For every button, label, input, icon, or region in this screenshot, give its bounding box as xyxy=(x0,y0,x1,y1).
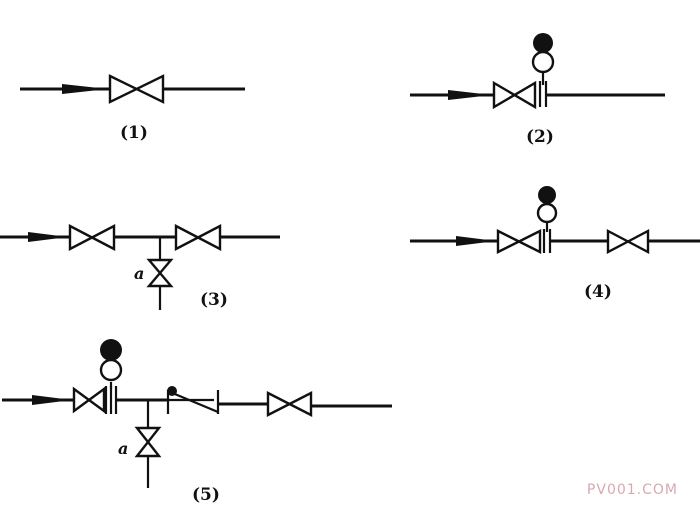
flow-arrow xyxy=(456,236,496,246)
diagram-2: (2) xyxy=(410,33,665,147)
flow-arrow xyxy=(32,395,72,405)
diagram-label-3: (3) xyxy=(200,290,228,310)
gate-valve xyxy=(496,229,542,254)
watermark: PV001.COM xyxy=(586,482,678,498)
gate-valve xyxy=(266,391,313,417)
flow-arrow xyxy=(28,232,68,242)
branch-label-a: a xyxy=(134,264,144,283)
gate-valve xyxy=(108,74,165,104)
diagram-4: (4) xyxy=(410,186,700,302)
diagram-label-2: (2) xyxy=(526,127,554,147)
pressure-gauge-icon xyxy=(536,202,558,224)
gate-valve xyxy=(68,224,116,251)
gauge-head-icon xyxy=(533,33,553,53)
flow-arrow xyxy=(62,84,108,94)
diagram-label-5: (5) xyxy=(192,485,220,505)
gauge-head-icon xyxy=(538,186,556,204)
diagram-label-1: (1) xyxy=(120,123,148,143)
gauge-head-icon xyxy=(100,339,122,361)
pressure-gauge-icon xyxy=(99,358,123,382)
check-valve-flap xyxy=(169,390,219,414)
gate-valve xyxy=(72,386,106,414)
gate-valve xyxy=(606,229,650,254)
gate-valve xyxy=(174,224,222,251)
branch-label-a: a xyxy=(118,439,128,458)
check-valve-hinge-icon xyxy=(167,386,177,396)
flow-arrow xyxy=(448,90,492,100)
drain-valve xyxy=(134,426,162,458)
drain-valve xyxy=(146,258,174,288)
diagram-label-4: (4) xyxy=(584,282,612,302)
diagram-3: a (3) xyxy=(0,224,280,310)
diagram-5: a (5) xyxy=(2,339,392,505)
pressure-gauge-icon xyxy=(531,50,555,74)
gate-valve xyxy=(492,80,537,110)
diagram-1: (1) xyxy=(20,74,245,143)
